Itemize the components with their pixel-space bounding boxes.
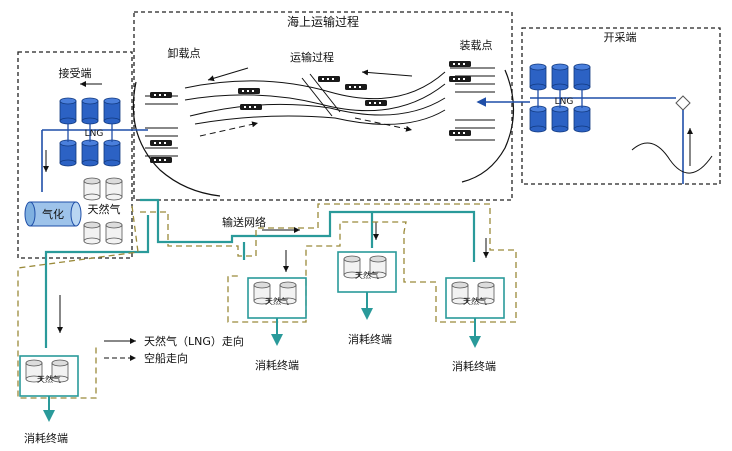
lng-label-receiving: LNG bbox=[85, 129, 104, 139]
tank-group-label: 天然气 bbox=[463, 296, 487, 306]
unloading-harbour bbox=[132, 81, 221, 197]
ship-icon bbox=[318, 76, 340, 82]
tank-group-label: 天然气 bbox=[265, 296, 289, 306]
flow-arrow bbox=[361, 69, 413, 77]
terrain-curve bbox=[631, 142, 713, 174]
sea-transport-title: 海上运输过程 bbox=[287, 14, 359, 29]
ship-icon bbox=[449, 130, 471, 136]
terminal-label-2: 消耗终端 bbox=[255, 358, 299, 372]
lng-label-production: LNG bbox=[555, 97, 574, 107]
ship-icon bbox=[150, 92, 172, 98]
shipping-lanes bbox=[184, 71, 446, 125]
pipeline-network bbox=[44, 198, 476, 348]
ship-icon bbox=[150, 140, 172, 146]
pointer-line bbox=[301, 77, 333, 117]
terminal-label-4: 消耗终端 bbox=[452, 359, 496, 373]
network-label: 输送网络 bbox=[222, 215, 266, 229]
tank-group-label: 天然气 bbox=[37, 374, 61, 384]
wellhead-icon bbox=[675, 95, 691, 111]
production-title: 开采端 bbox=[604, 31, 637, 44]
transport-process-label: 运输过程 bbox=[290, 50, 334, 64]
ship-icon bbox=[240, 104, 262, 110]
ship-icon bbox=[449, 61, 471, 67]
terminal-label-1: 消耗终端 bbox=[24, 431, 68, 445]
loading-harbour bbox=[461, 69, 515, 183]
empty-ship-arrow bbox=[199, 121, 259, 137]
ship-icon bbox=[150, 157, 172, 163]
legend: 天然气（LNG）走向 空船走向 bbox=[104, 334, 244, 365]
production-box bbox=[521, 27, 721, 185]
empty-return-route bbox=[17, 203, 517, 399]
loading-point-label: 装载点 bbox=[460, 39, 493, 52]
tank-group-label: 天然气 bbox=[355, 270, 379, 280]
legend-gas-flow: 天然气（LNG）走向 bbox=[144, 334, 244, 348]
sea-transport-box bbox=[133, 11, 513, 201]
ship-icon bbox=[345, 84, 367, 90]
unloading-berths bbox=[145, 95, 178, 157]
ship-icon bbox=[449, 76, 471, 82]
ship-icon bbox=[365, 100, 387, 106]
receiving-title: 接受端 bbox=[59, 67, 92, 80]
pointer-line bbox=[309, 73, 341, 113]
flow-arrow bbox=[207, 67, 249, 82]
receiving-box bbox=[17, 51, 133, 259]
natural-gas-label: 天然气 bbox=[88, 202, 121, 216]
legend-empty-ship: 空船走向 bbox=[144, 351, 188, 365]
unloading-point-label: 卸载点 bbox=[168, 46, 201, 60]
gasification-label: 气化 bbox=[42, 207, 64, 221]
terminal-label-3: 消耗终端 bbox=[348, 332, 392, 346]
gasifier bbox=[24, 201, 82, 227]
ship-icon bbox=[238, 88, 260, 94]
